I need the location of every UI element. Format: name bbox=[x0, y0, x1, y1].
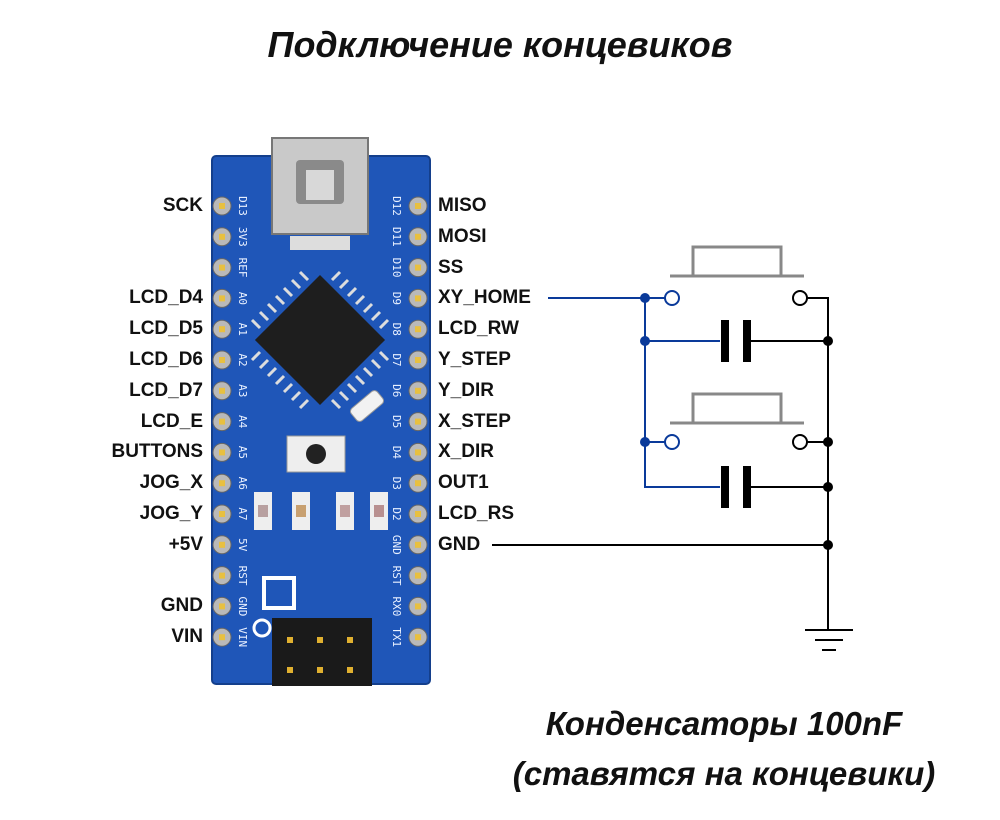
silkscreen-label: REF bbox=[236, 258, 249, 278]
silkscreen-label: D3 bbox=[390, 477, 403, 490]
silkscreen-label: D10 bbox=[390, 258, 403, 278]
silkscreen-label: D7 bbox=[390, 353, 403, 366]
ground-junction-dots bbox=[823, 336, 833, 550]
silkscreen-label: D5 bbox=[390, 415, 403, 428]
pin-label: LCD_D6 bbox=[129, 349, 203, 370]
pin-label: X_DIR bbox=[438, 441, 494, 463]
pin-label: GND bbox=[438, 533, 481, 555]
capacitor-upper bbox=[721, 320, 751, 362]
pin-label: GND bbox=[160, 595, 203, 617]
pin-label: LCD_D4 bbox=[129, 287, 203, 309]
silkscreen-label: A3 bbox=[236, 384, 249, 397]
pin-label: Y_STEP bbox=[438, 349, 511, 370]
pin-label: JOG_X bbox=[139, 472, 203, 494]
pin-label: VIN bbox=[171, 626, 203, 648]
pin-label: LCD_E bbox=[140, 410, 203, 432]
endstop-circuit bbox=[492, 245, 853, 651]
silkscreen-label: RST bbox=[390, 566, 403, 586]
silkscreen-label: D2 bbox=[390, 507, 403, 520]
pin-label: LCD_RW bbox=[438, 318, 519, 340]
pin-label: SS bbox=[438, 256, 464, 278]
silkscreen-label: A2 bbox=[236, 353, 249, 366]
silkscreen-label: A1 bbox=[236, 323, 249, 336]
silkscreen-label: A0 bbox=[236, 292, 249, 305]
capacitor-note-line2: (ставятся на концевики) bbox=[512, 755, 936, 792]
silkscreen-label: 3V3 bbox=[236, 227, 249, 247]
silkscreen-label: D12 bbox=[390, 196, 403, 216]
pin-label: X_STEP bbox=[438, 410, 511, 432]
pin-label: SCK bbox=[162, 195, 203, 216]
silkscreen-label: RX0 bbox=[390, 596, 403, 616]
ground-wire bbox=[492, 297, 829, 630]
pin-label: +5V bbox=[168, 533, 203, 555]
silkscreen-label: RST bbox=[236, 566, 249, 586]
pin-label: BUTTONS bbox=[111, 441, 203, 463]
endstop-switch-lower bbox=[670, 392, 804, 425]
pin-label: MISO bbox=[438, 195, 487, 216]
silkscreen-label: D9 bbox=[390, 292, 403, 305]
endstop-switch-upper bbox=[670, 245, 804, 278]
diagram-title: Подключение концевиков bbox=[267, 24, 733, 65]
silkscreen-label: A4 bbox=[236, 415, 249, 429]
pin-label: LCD_RS bbox=[438, 503, 515, 524]
silkscreen-label: D6 bbox=[390, 384, 403, 397]
silkscreen-label: GND bbox=[390, 535, 403, 555]
silkscreen-label: D13 bbox=[236, 196, 249, 216]
icsp-header bbox=[272, 618, 372, 686]
silkscreen-label: VIN bbox=[236, 627, 249, 647]
pin-label: MOSI bbox=[438, 225, 487, 247]
silkscreen-label: GND bbox=[236, 596, 249, 616]
silkscreen-label: A6 bbox=[236, 477, 249, 490]
switch-contacts bbox=[664, 290, 808, 450]
pin-label: LCD_D5 bbox=[129, 318, 203, 340]
silkscreen-label: D11 bbox=[390, 227, 403, 247]
pin-label: LCD_D7 bbox=[129, 379, 203, 401]
pin-label: XY_HOME bbox=[438, 287, 531, 309]
silkscreen-label: TX1 bbox=[390, 627, 403, 647]
silkscreen-label: A5 bbox=[236, 446, 249, 459]
silkscreen-label: D8 bbox=[390, 323, 403, 336]
ground-symbol-icon bbox=[805, 629, 853, 651]
capacitor-note-line1: Конденсаторы 100nF bbox=[545, 705, 903, 742]
signal-junction-dots bbox=[640, 293, 650, 447]
pin-label: JOG_Y bbox=[139, 503, 203, 524]
capacitor-lower bbox=[721, 466, 751, 508]
silkscreen-label: 5V bbox=[236, 538, 249, 552]
pin-label: OUT1 bbox=[438, 472, 489, 494]
pin-label: Y_DIR bbox=[438, 379, 494, 401]
silkscreen-label: A7 bbox=[236, 507, 249, 520]
silkscreen-label: D4 bbox=[390, 446, 403, 460]
